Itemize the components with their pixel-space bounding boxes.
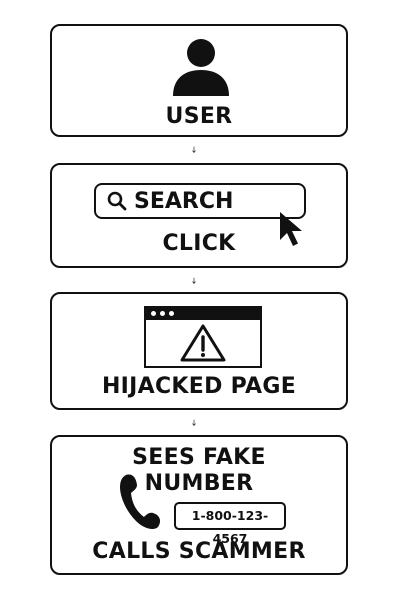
search-icon [107, 191, 127, 211]
arrow-1 [192, 146, 196, 154]
hijacked-page-label: HIJACKED PAGE [101, 374, 297, 399]
user-label: USER [165, 104, 233, 129]
number-label: NUMBER [144, 471, 254, 496]
cursor-icon [280, 212, 302, 246]
search-text: SEARCH [134, 189, 234, 214]
arrow-3 [192, 419, 196, 427]
click-label: CLICK [162, 231, 236, 256]
search-bar: SEARCH [94, 183, 306, 219]
phone-icon [120, 474, 161, 529]
user-icon [173, 39, 229, 96]
arrow-2 [192, 277, 196, 285]
calls-scammer-label: CALLS SCAMMER [92, 539, 306, 564]
browser-title-bar [146, 308, 260, 320]
step-search-box: SEARCH CLICK [50, 163, 348, 268]
fake-phone-number: 1-800-123-4567 [174, 502, 286, 546]
step-hijack-box: HIJACKED PAGE [50, 292, 348, 410]
sees-fake-label: SEES FAKE [132, 445, 266, 470]
step-scam-box: SEES FAKE NUMBER 1-800-123-4567 CALLS SC… [50, 435, 348, 575]
warning-icon [180, 324, 226, 362]
step-user-box: USER [50, 24, 348, 137]
browser-window-icon [144, 306, 262, 368]
